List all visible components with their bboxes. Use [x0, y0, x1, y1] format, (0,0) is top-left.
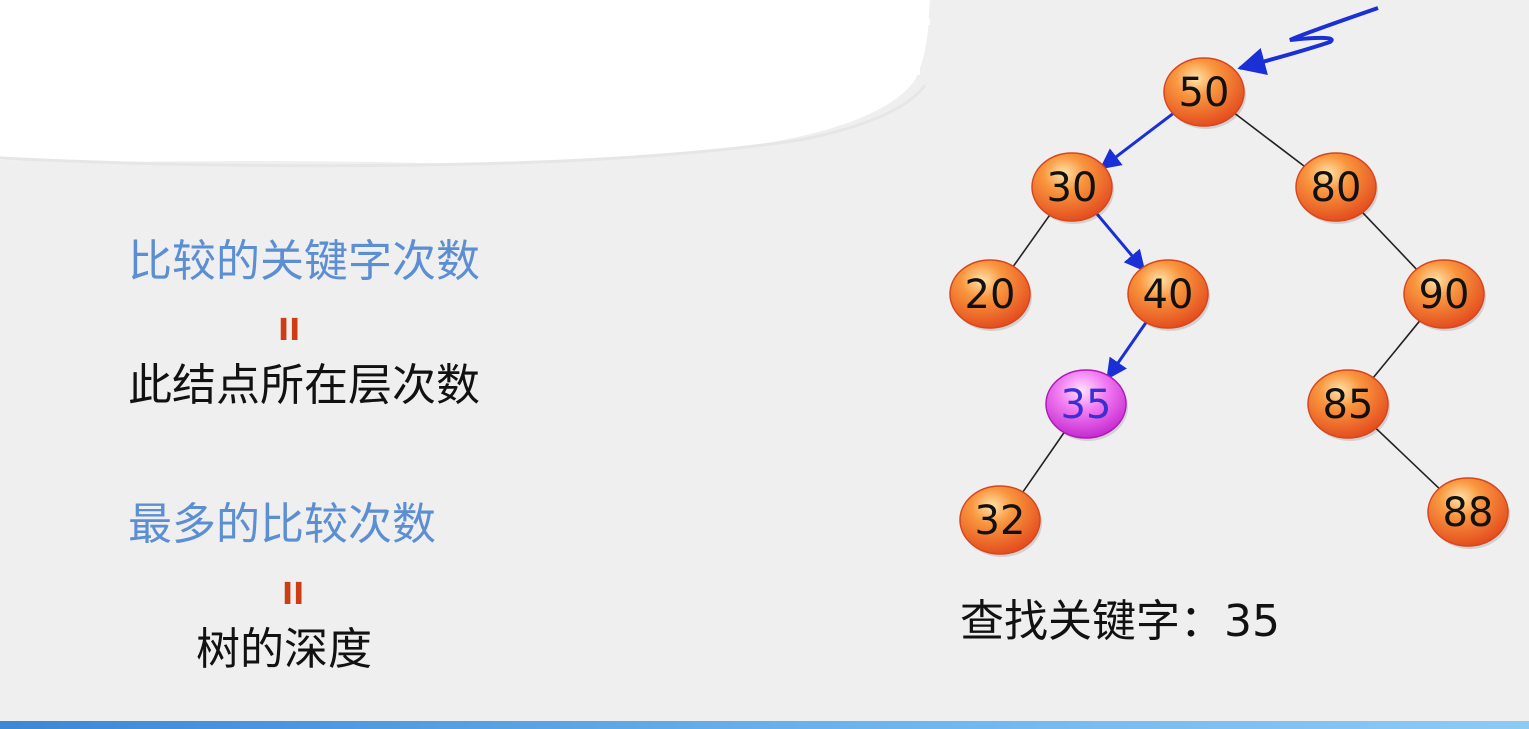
tree-node-32: 32: [959, 485, 1042, 557]
label-compare-count: 比较的关键字次数: [128, 236, 480, 287]
node-label: 50: [1179, 70, 1230, 116]
top-white-scribble: [0, 0, 931, 168]
node-label: 30: [1047, 165, 1098, 211]
node-label: 20: [965, 272, 1016, 318]
label-tree-depth: 树的深度: [196, 624, 372, 675]
node-circle: [1307, 369, 1389, 439]
node-circle: [1295, 152, 1377, 222]
search-key-label: 查找关键字：35: [960, 596, 1280, 647]
label-max-compare: 最多的比较次数: [128, 499, 436, 550]
edge-n30-n40: [1092, 209, 1146, 272]
edge-n35-n32: [1020, 428, 1068, 495]
node-circle: [1031, 152, 1113, 222]
tree-node-35: 35: [1045, 369, 1128, 441]
edge-n85-n88: [1371, 424, 1442, 491]
node-label: 88: [1443, 490, 1494, 536]
tree-node-40: 40: [1127, 259, 1210, 331]
edge-n50-n80: [1230, 109, 1308, 169]
edge-n80-n90: [1358, 208, 1420, 272]
node-circle: [1427, 477, 1509, 547]
edge-n50-n30: [1099, 109, 1179, 170]
node-label: 35: [1061, 382, 1112, 428]
tree-node-30: 30: [1031, 152, 1114, 224]
edge-n90-n85: [1371, 317, 1424, 381]
node-circle: [1163, 57, 1245, 127]
tree-node-85: 85: [1307, 369, 1390, 441]
node-label: 90: [1419, 272, 1470, 318]
tree-node-88: 88: [1427, 477, 1510, 549]
tree-node-20: 20: [949, 259, 1032, 331]
edge-n40-n35: [1106, 318, 1150, 380]
node-circle: [949, 259, 1031, 329]
node-circle: [1403, 259, 1485, 329]
tree-node-90: 90: [1403, 259, 1486, 331]
edge-n30-n20: [1011, 211, 1053, 269]
node-label: 85: [1323, 382, 1374, 428]
equals-mark-2: II: [282, 577, 305, 612]
tree-node-80: 80: [1295, 152, 1378, 224]
entry-scribble-arrow: [1237, 6, 1379, 76]
tree-node-50: 50: [1163, 57, 1246, 129]
node-circle: [959, 485, 1041, 555]
node-circle: [1045, 369, 1127, 439]
equals-mark-1: II: [278, 313, 301, 348]
node-circle: [1127, 259, 1209, 329]
node-label: 40: [1143, 272, 1194, 318]
node-label: 80: [1311, 165, 1362, 211]
label-node-level: 此结点所在层次数: [128, 360, 480, 411]
bottom-accent-bar: [0, 721, 1529, 729]
node-label: 32: [975, 498, 1026, 544]
